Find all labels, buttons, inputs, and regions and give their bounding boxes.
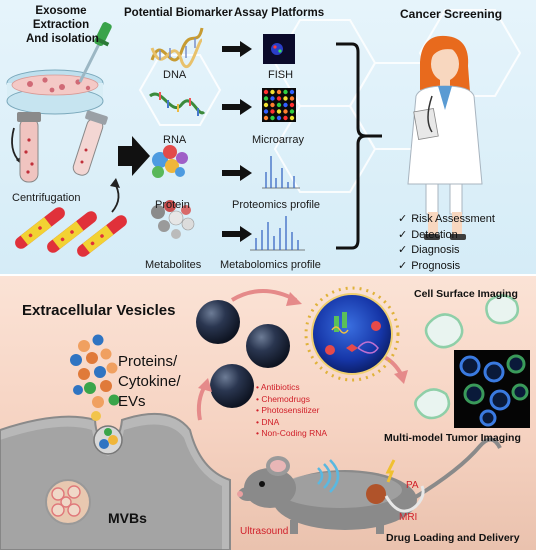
assay-heading: Assay Platforms [234,7,325,19]
cargo-item: • Chemodrugs [256,393,311,404]
biomarker-dna: DNA [163,69,187,81]
microarray-spot [276,89,282,95]
cargo-label-line: Cytokine/ [118,373,181,390]
microscopy-image-icon [454,350,530,428]
microarray-spot [270,102,275,108]
spectrum-chart-icon [262,156,300,189]
cell-image-icon [414,294,519,420]
blood-tubes-icon [15,207,127,257]
microarray-spot [289,109,295,114]
microarray-spot [283,115,288,121]
drug-loading-label: Drug Loading and Delivery [386,532,520,544]
doctor-icon [407,35,483,240]
microarray-spot [283,109,288,114]
microarray-spot [263,96,269,101]
nanoparticle-icon [304,286,400,382]
microarray-spot [270,115,275,121]
microarray-spot [270,109,275,114]
biomarker-rna: RNA [163,134,187,146]
microarray-spot [289,115,295,121]
cargo-label-line: EVs [118,393,146,410]
microarray-spot [263,115,269,121]
metabolite-icon [151,200,195,239]
panel-divider [0,274,536,276]
spectrum-chart-icon [250,216,305,251]
cargo-item: • DNA [256,416,280,427]
mvbs-label: MVBs [108,510,147,526]
multimodel-label: Multi-model Tumor Imaging [384,432,521,444]
microarray-spot [263,102,269,108]
fish-image-icon [263,34,295,64]
test-tube-icon [17,110,108,183]
cargo-item: • Photosensitizer [256,405,320,415]
exosome-heading-line-3: And isolation [26,33,99,45]
mri-label: MRI [399,512,418,523]
assay-arrows [222,41,252,242]
biomarker-protein: Protein [155,199,190,211]
screening-heading: Cancer Screening [400,7,503,21]
assay-metabolomics: Metabolomics profile [220,259,321,271]
exosome-heading-line-2: Extraction [32,19,90,31]
microarray-spot [289,89,295,95]
petri-dish-icon [6,69,104,115]
budding-vesicle [93,425,123,455]
ultrasound-label: Ultrasound [240,526,289,537]
microarray-spot [276,102,282,108]
ev-heading: Extracellular Vesicles [22,302,176,319]
microarray-spot [270,89,275,95]
screening-steps: ✓Risk Assessment ✓Detection ✓Diagnosis ✓… [398,212,495,274]
microarray-spot [276,115,282,121]
cargo-item: • Antibiotics [256,382,300,392]
screening-step: ✓Detection [398,228,458,241]
microarray-spot [276,109,282,114]
screening-step: ✓Prognosis [398,259,461,272]
mouse-icon [237,437,502,534]
top-panel-art [6,22,483,257]
cargo-particles [70,334,120,421]
microarray-spot [289,96,295,101]
microarray-spot [283,96,288,101]
microarray-spot [289,102,295,108]
microarray-spot [270,96,275,101]
protein-icon [152,145,188,178]
big-arrow [118,136,150,176]
screening-step: ✓Risk Assessment [398,213,495,225]
cell-surface-label: Cell Surface Imaging [414,288,518,300]
biomarker-heading: Potential Biomarker [124,7,233,19]
assay-microarray: Microarray [252,134,304,146]
cargo-label-line: Proteins/ [118,353,178,370]
assay-fish: FISH [268,69,294,81]
bracket [336,42,382,250]
pipette-icon [78,22,112,83]
rna-strand-icon [149,92,206,116]
centrifugation-label: Centrifugation [12,192,81,204]
pa-label: PA [406,480,419,491]
mvb-icon [45,479,91,525]
microarray-spot [283,102,288,108]
exosome-heading: Exosome Extraction And isolation [26,4,99,46]
microarray-spot [263,109,269,114]
cargo-item: • Non-Coding RNA [256,428,328,438]
dna-helix-icon [150,27,204,68]
microarray-spot [283,89,288,95]
microarray-spot [276,96,282,101]
loaded-cargo-list: • Antibiotics • Chemodrugs • Photosensit… [256,382,327,440]
microarray-spot [263,89,269,95]
cargo-label: Proteins/ Cytokine/ EVs [118,352,181,412]
biomarker-metabolites: Metabolites [145,259,202,271]
assay-proteomics: Proteomics profile [232,199,321,211]
exosome-heading-line-1: Exosome [35,5,87,17]
screening-step: ✓Diagnosis [398,244,460,256]
ev-spheres [196,300,290,408]
